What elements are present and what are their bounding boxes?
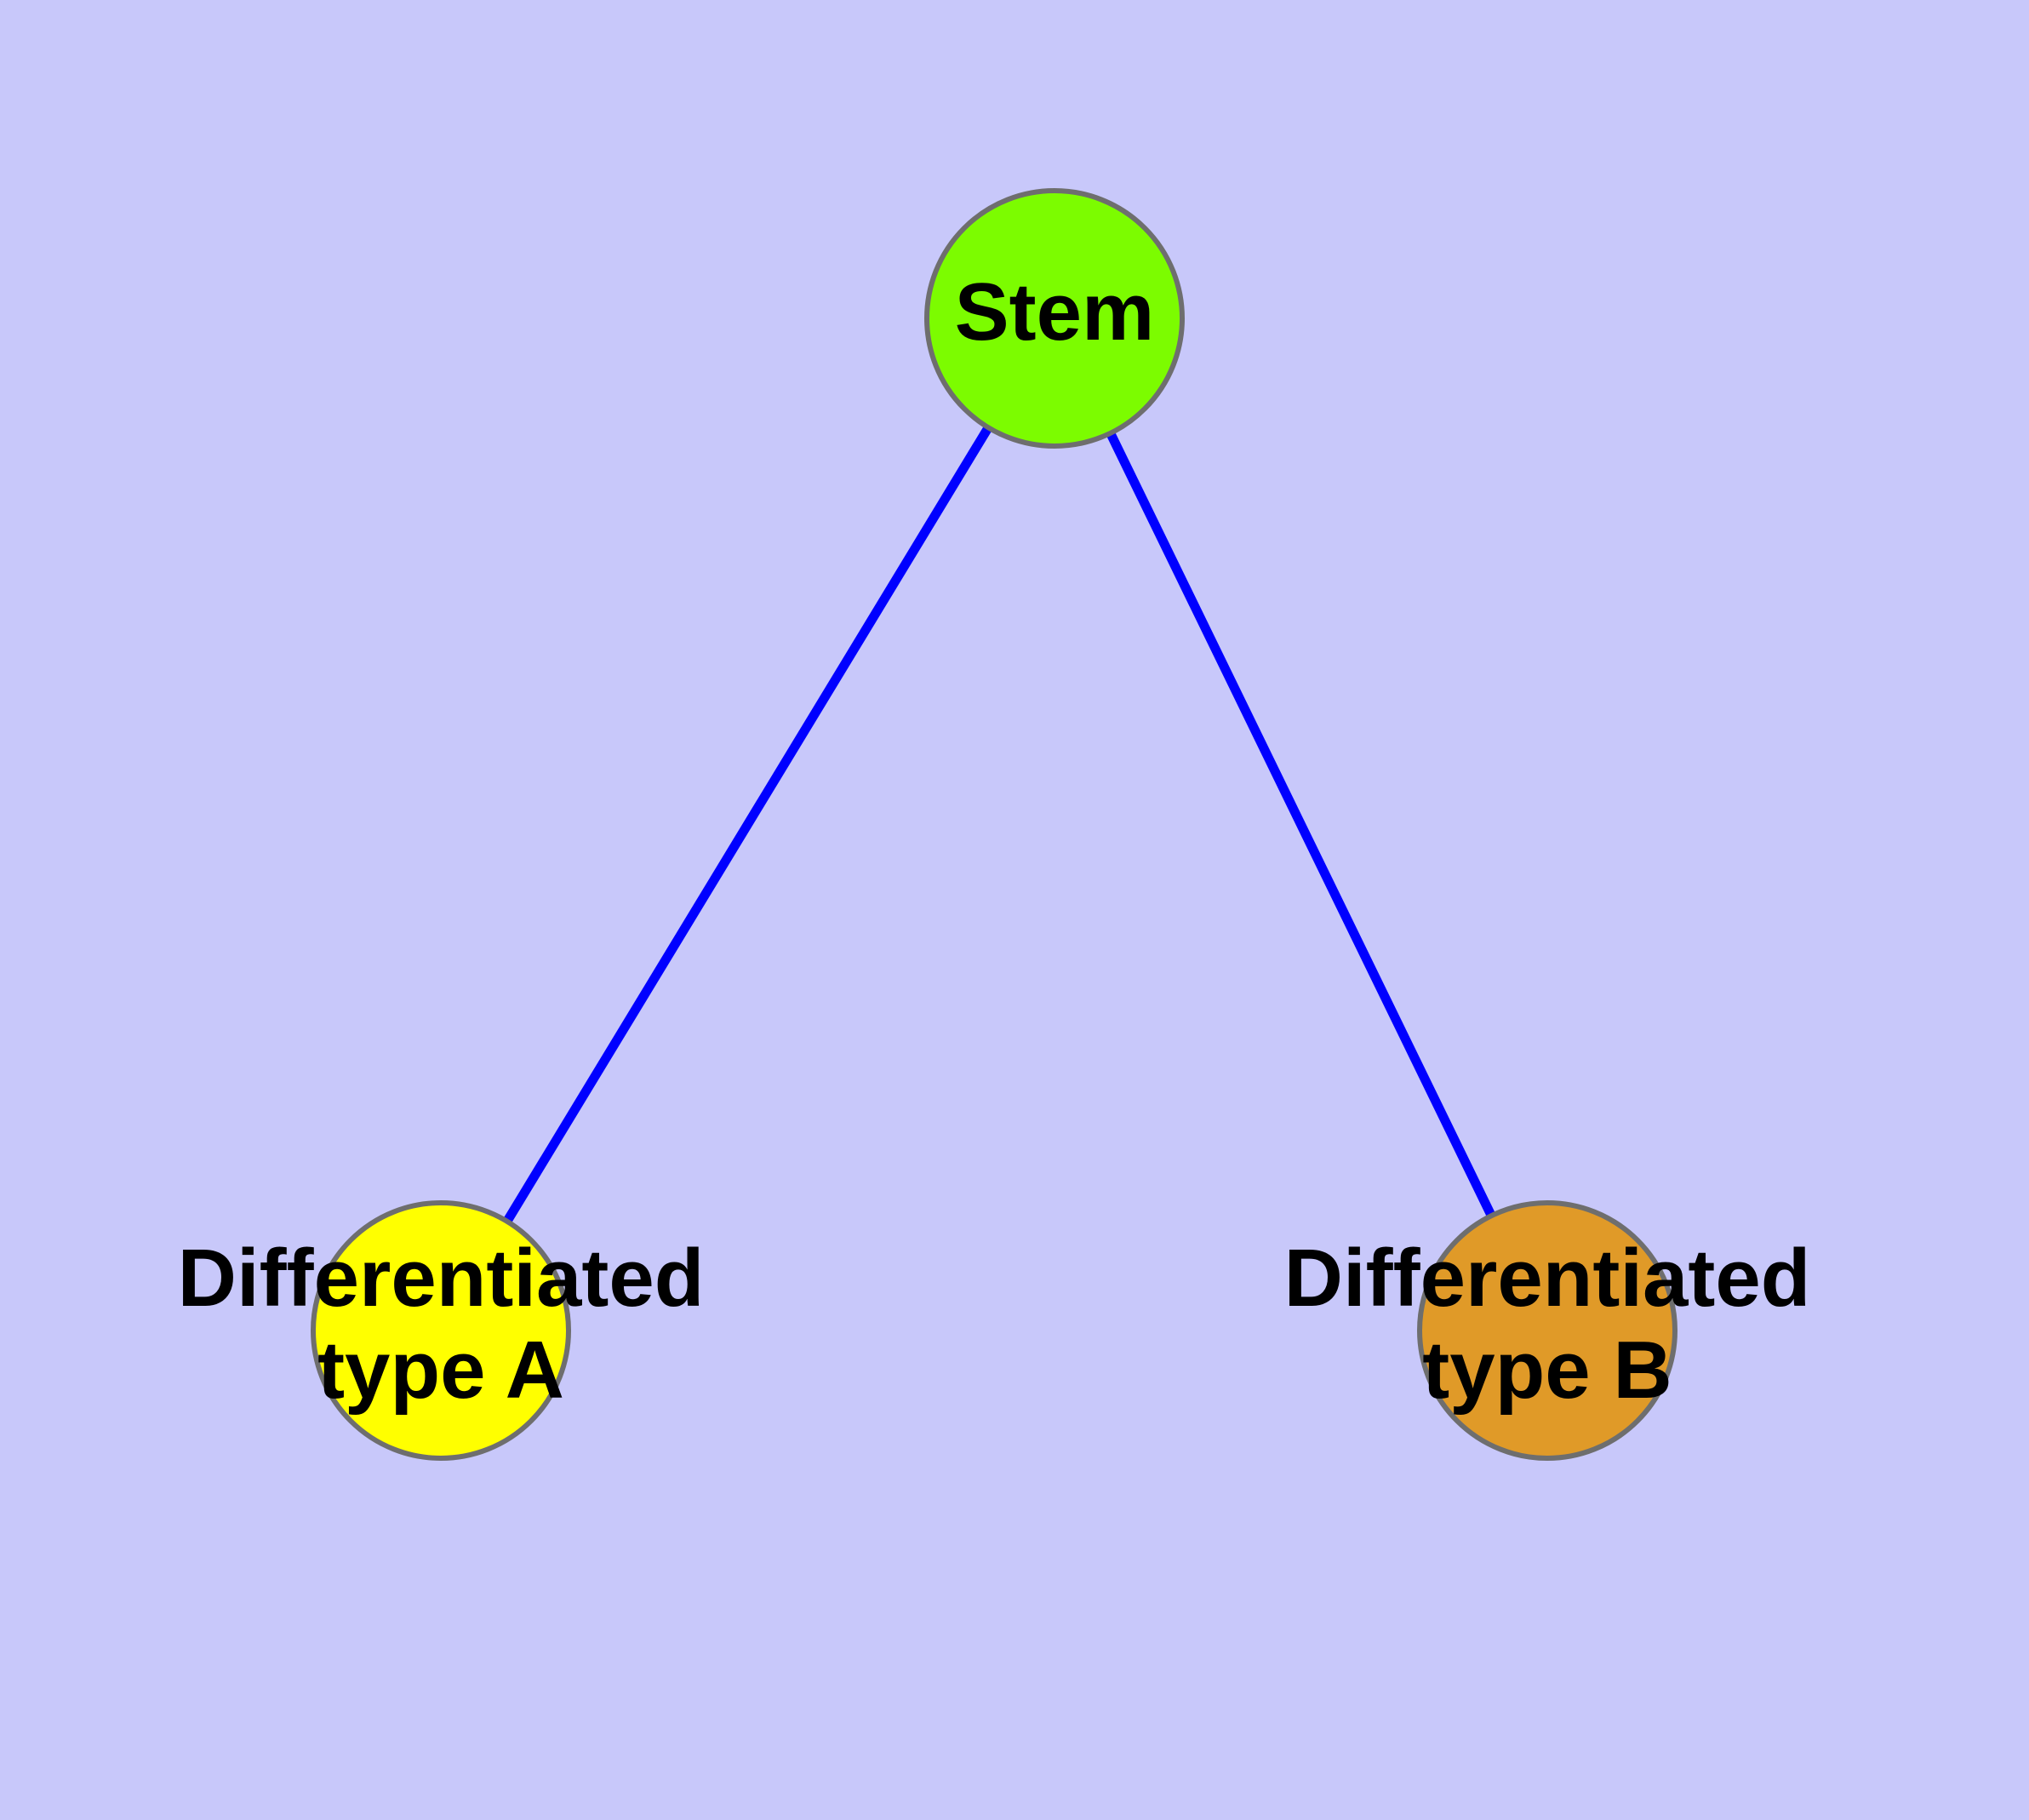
edges-layer	[500, 421, 1498, 1228]
graph-node-label-stem: Stem	[955, 266, 1155, 358]
graph-node-label-line: Differentiated	[1284, 1233, 1811, 1325]
graph-node-diff_b[interactable]	[1417, 1200, 1677, 1461]
graph-edge-stem-to-diff_b[interactable]	[1104, 427, 1498, 1222]
graph-node-label-line: type B	[1422, 1325, 1672, 1416]
graph-node-label-line: type A	[317, 1325, 564, 1416]
graph-node-label-line: Differentiated	[178, 1233, 705, 1325]
nodes-layer	[311, 188, 1677, 1461]
graph-node-label-line: Stem	[955, 266, 1155, 358]
graph-node-stem[interactable]	[924, 188, 1185, 449]
graph-node-diff_a[interactable]	[311, 1200, 571, 1461]
graph-edge-stem-to-diff_a[interactable]	[500, 421, 995, 1228]
